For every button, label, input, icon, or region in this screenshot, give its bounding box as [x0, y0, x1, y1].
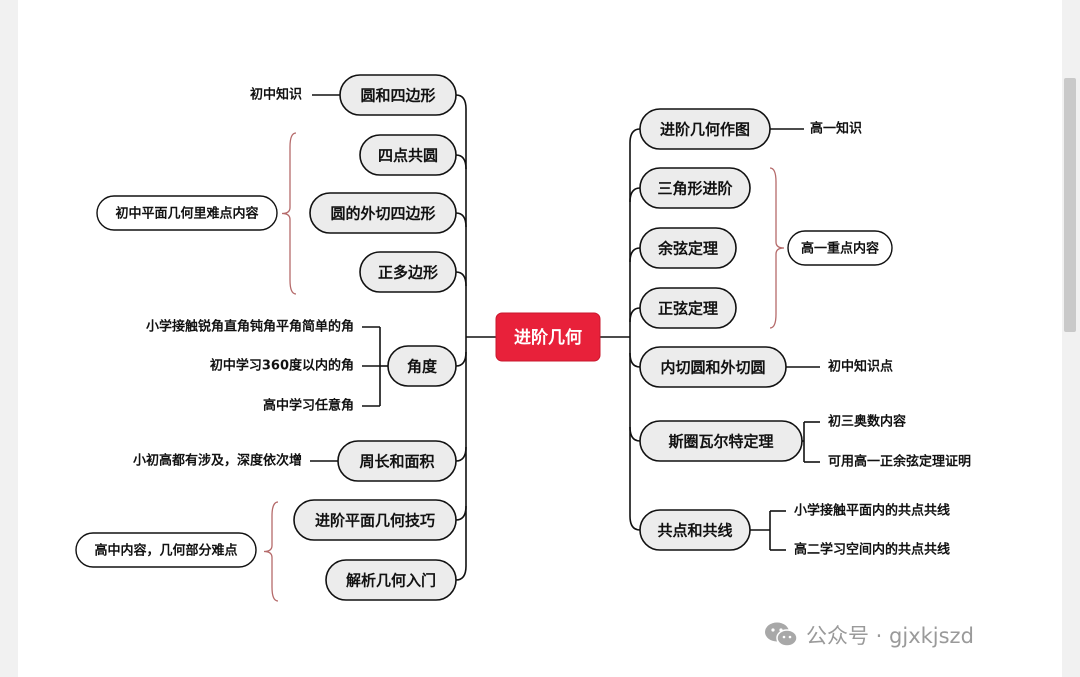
left-branch-label: 圆和四边形: [360, 87, 435, 105]
right-branch-link: [629, 307, 641, 323]
right-branch-node-1[interactable]: [639, 167, 751, 209]
leaf-text: 小初高都有涉及，深度依次增: [133, 453, 302, 469]
leaf-text: 高二学习空间内的共点共线: [794, 542, 950, 558]
right-branch-label: 斯圈瓦尔特定理: [668, 433, 773, 451]
leaf-text: 可用高一正余弦定理证明: [828, 454, 971, 470]
summary-label: 初中平面几何里难点内容: [115, 206, 258, 222]
left-branch-node-4[interactable]: [387, 345, 457, 387]
leaf-text: 初三奥数内容: [828, 414, 906, 430]
left-branch-label: 角度: [407, 358, 438, 376]
scrollbar-thumb[interactable]: [1064, 78, 1076, 332]
left-branch-link: [455, 94, 467, 110]
left-branch-node-3[interactable]: [359, 251, 457, 293]
left-branch-link: [455, 212, 467, 228]
left-branch-label: 四点共圆: [378, 147, 438, 165]
right-branch-node-6[interactable]: [639, 509, 751, 551]
right-branch-link: [629, 247, 641, 263]
left-branch-node-0[interactable]: [339, 74, 457, 116]
right-branch-label: 三角形进阶: [657, 180, 733, 198]
left-branch-link: [455, 351, 467, 367]
right-branch-label: 余弦定理: [657, 240, 718, 258]
summary-label: 高一重点内容: [801, 241, 879, 257]
right-branch-link: [629, 187, 641, 203]
right-branch-node-3[interactable]: [639, 287, 737, 329]
left-branch-node-1[interactable]: [359, 134, 457, 176]
right-branch-node-2[interactable]: [639, 227, 737, 269]
left-branch-link: [455, 446, 467, 462]
left-branch-label: 正多边形: [378, 264, 438, 282]
leaf-text: 高中学习任意角: [263, 398, 354, 414]
summary-node-right[interactable]: [787, 230, 893, 266]
leaf-text: 初中学习360度以内的角: [210, 358, 354, 374]
leaf-text: 小学接触锐角直角钝角平角简单的角: [146, 319, 354, 335]
left-bottom-brace: [263, 501, 279, 602]
left-top-brace: [281, 132, 297, 295]
left-branch-node-5[interactable]: [337, 440, 457, 482]
watermark: 公众号 · gjxkjszd: [764, 618, 974, 652]
right-branch-link: [629, 352, 641, 368]
summary-node-left-bottom[interactable]: [75, 532, 257, 568]
left-branch-link: [455, 565, 467, 581]
left-branch-label: 进阶平面几何技巧: [315, 512, 435, 530]
left-branch-link: [455, 505, 467, 521]
right-brace: [769, 167, 785, 329]
right-branch-node-0[interactable]: [639, 108, 771, 150]
right-branch-node-5[interactable]: [639, 420, 803, 462]
leaf-text: 小学接触平面内的共点共线: [794, 503, 950, 519]
right-branch-label: 共点和共线: [657, 522, 732, 540]
left-branch-label: 解析几何入门: [346, 572, 436, 590]
left-branch-node-7[interactable]: [325, 559, 457, 601]
right-branch-label: 进阶几何作图: [660, 121, 750, 139]
left-branch-label: 周长和面积: [359, 453, 434, 471]
left-branch-node-6[interactable]: [293, 499, 457, 541]
summary-label: 高中内容，几何部分难点: [94, 543, 237, 559]
root-node-label: 进阶几何: [514, 327, 582, 348]
wechat-icon: [765, 622, 798, 647]
leaf-text: 高一知识: [810, 121, 862, 137]
right-branch-link: [629, 128, 641, 144]
left-branch-link: [455, 154, 467, 170]
leaf-text: 初中知识: [250, 87, 302, 103]
right-branch-node-4[interactable]: [639, 346, 787, 388]
summary-node-left-top[interactable]: [96, 195, 278, 231]
watermark-text: 公众号 · gjxkjszd: [806, 624, 974, 648]
left-branch-node-2[interactable]: [309, 192, 457, 234]
root-node[interactable]: [495, 312, 601, 362]
leaf-text: 初中知识点: [828, 359, 893, 375]
right-branch-link: [629, 515, 641, 531]
right-branch-label: 正弦定理: [658, 300, 718, 318]
left-branch-link: [455, 271, 467, 287]
left-branch-label: 圆的外切四边形: [330, 205, 435, 223]
right-branch-link: [629, 426, 641, 442]
right-branch-label: 内切圆和外切圆: [660, 359, 765, 377]
